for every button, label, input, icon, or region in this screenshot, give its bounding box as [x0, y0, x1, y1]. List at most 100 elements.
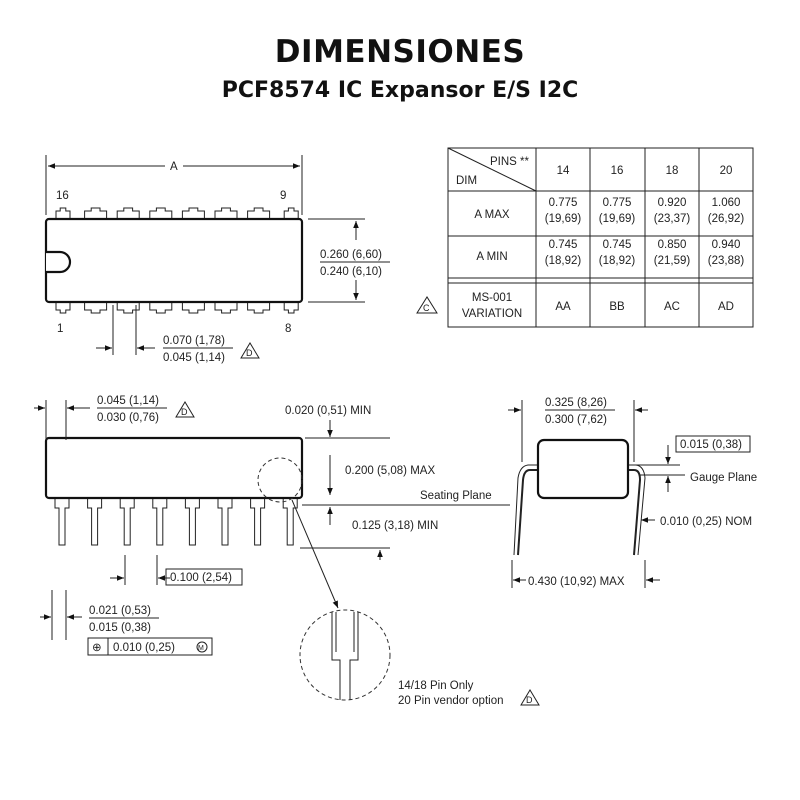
svg-text:D: D [246, 348, 253, 358]
dimension-table: PINS ** DIM 14 16 18 20 A MAX 0.775 (19,69) 0.7… [447, 147, 754, 328]
svg-text:D: D [181, 407, 188, 417]
pin-16-label: 16 [56, 190, 69, 202]
lead-w-max: 0.021 (0,53) [89, 605, 151, 617]
shoulder-max: 0.045 (1,14) [97, 395, 159, 407]
top-pin [283, 207, 299, 219]
lead-length-dim: 0.125 (3,18) MIN [352, 520, 438, 532]
table-row-label: A MAX [474, 209, 509, 221]
table-cell-inch: 0.745 [549, 239, 578, 251]
note-c-triangle-icon: C [416, 296, 438, 314]
svg-text:D: D [526, 695, 533, 705]
table-variation-cell: AD [718, 301, 734, 313]
table-cell-mm: (26,92) [708, 213, 745, 225]
pin-9-label: 9 [280, 190, 286, 202]
table-col-header: 20 [720, 165, 733, 177]
table-cell-mm: (19,69) [545, 213, 582, 225]
bottom-pin [149, 302, 173, 314]
pin-1-label: 1 [57, 323, 63, 335]
bottom-pin [84, 302, 108, 314]
table-variation-label: VARIATION [462, 308, 522, 320]
table-col-header: 18 [666, 165, 679, 177]
note-d-triangle-icon: D [520, 689, 540, 706]
table-cell-mm: (18,92) [545, 255, 582, 267]
bottom-pin [247, 302, 271, 314]
bottom-pin [116, 302, 140, 314]
table-cell-inch: 1.060 [712, 197, 741, 209]
side-pin [54, 498, 70, 546]
table-cell-inch: 0.920 [658, 197, 687, 209]
side-pin [250, 498, 266, 546]
table-row-label: A MIN [476, 251, 507, 263]
table-variation-cell: AC [664, 301, 680, 313]
table-cell-mm: (19,69) [599, 213, 636, 225]
table-header-pins: PINS ** [490, 156, 530, 168]
table-variation-label: MS-001 [472, 292, 512, 304]
ic-body-side [44, 436, 304, 500]
seating-plane-label: Seating Plane [420, 490, 492, 502]
detail-circle [299, 609, 391, 701]
table-cell-mm: (21,59) [654, 255, 691, 267]
detail-lead [331, 612, 359, 700]
lead-width-max: 0.070 (1,78) [163, 335, 225, 347]
page-subtitle: PCF8574 IC Expansor E/S I2C [221, 78, 579, 103]
gauge-dim: 0.015 (0,38) [680, 439, 742, 451]
side-pin [152, 498, 168, 546]
lead-thickness: 0.010 (0,25) NOM [660, 516, 752, 528]
top-pin [116, 207, 140, 219]
standoff-dim: 0.020 (0,51) MIN [285, 405, 371, 417]
page-title: DIMENSIONES [274, 34, 526, 70]
table-header-dim: DIM [456, 175, 477, 187]
note-d-triangle-icon: D [240, 342, 260, 359]
pitch-dim: 0.100 (2,54) [170, 572, 232, 584]
side-pin [87, 498, 103, 546]
ic-body-top [44, 217, 304, 304]
detail-note-2: 20 Pin vendor option [398, 695, 504, 707]
pin-8-label: 8 [285, 323, 291, 335]
lead-width-min: 0.045 (1,14) [163, 352, 225, 364]
bottom-pin [181, 302, 205, 314]
side-pin [119, 498, 135, 546]
side-pin [282, 498, 298, 546]
svg-text:C: C [423, 303, 430, 313]
detail-note-1: 14/18 Pin Only [398, 680, 474, 692]
table-cell-inch: 0.745 [603, 239, 632, 251]
top-pin [149, 207, 173, 219]
pin1-notch [46, 250, 72, 274]
table-cell-inch: 0.850 [658, 239, 687, 251]
body-width-min: 0.240 (6,10) [320, 266, 382, 278]
lead-w-min: 0.015 (0,38) [89, 622, 151, 634]
bottom-pin [283, 302, 299, 314]
table-cell-inch: 0.775 [549, 197, 578, 209]
top-pin [181, 207, 205, 219]
position-tolerance: 0.010 (0,25) [113, 642, 175, 654]
table-variation-cell: AA [555, 301, 571, 313]
row-spacing-min: 0.300 (7,62) [545, 414, 607, 426]
mmc-icon: M [198, 645, 204, 652]
table-variation-cell: BB [609, 301, 625, 313]
overall-width: 0.430 (10,92) MAX [528, 576, 625, 588]
top-pin [84, 207, 108, 219]
top-pin [55, 207, 71, 219]
detail-callout-circle [257, 457, 303, 503]
note-d-triangle-icon: D [175, 401, 195, 418]
side-view: 0.045 (1,14) 0.030 (0,76) D 0.020 (0,51)… [34, 395, 540, 707]
table-cell-inch: 0.940 [712, 239, 741, 251]
table-cell-mm: (18,92) [599, 255, 636, 267]
table-cell-inch: 0.775 [603, 197, 632, 209]
top-pin [214, 207, 238, 219]
shoulder-min: 0.030 (0,76) [97, 412, 159, 424]
table-col-header: 14 [557, 165, 570, 177]
bottom-pin [55, 302, 71, 314]
height-dim: 0.200 (5,08) MAX [345, 465, 435, 477]
bottom-pin [214, 302, 238, 314]
row-spacing-max: 0.325 (8,26) [545, 397, 607, 409]
table-col-header: 16 [611, 165, 624, 177]
side-pin [184, 498, 200, 546]
body-width-max: 0.260 (6,60) [320, 249, 382, 261]
dim-a-label: A [170, 161, 178, 173]
table-cell-mm: (23,37) [654, 213, 691, 225]
gauge-plane-label: Gauge Plane [690, 472, 757, 484]
ic-body-end [536, 438, 630, 500]
end-view: 0.325 (8,26) 0.300 (7,62) 0.015 (0,38) G… [508, 397, 757, 588]
